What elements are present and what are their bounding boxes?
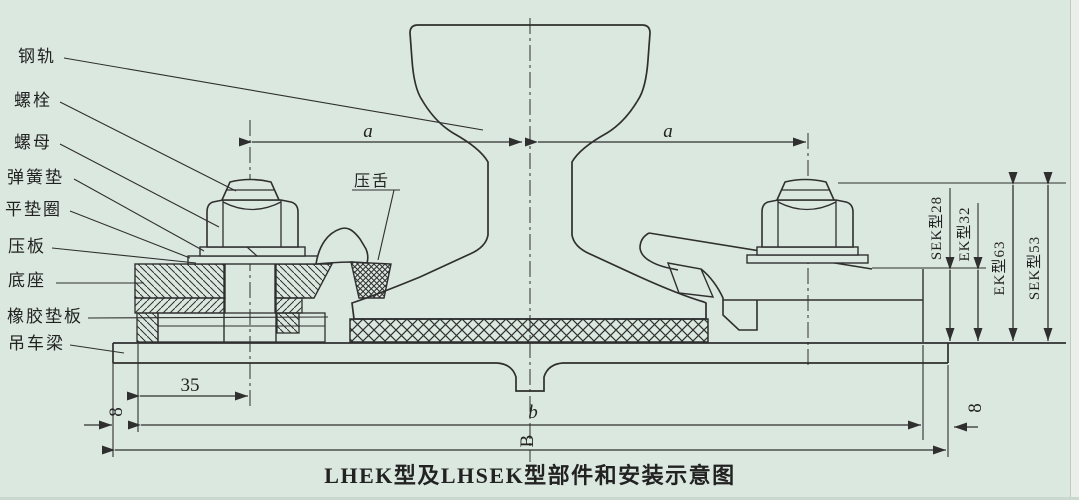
part-label-texts: 钢轨 螺栓 螺母 弹簧垫 平垫圈 压板 底座 橡胶垫板 吊车梁 压舌 [5,47,390,353]
leader-bolt [59,101,237,192]
label-rubber-pad: 橡胶垫板 [7,307,83,326]
right-nut-body [761,199,854,248]
anchor-strip-right [276,312,300,334]
leader-crane-beam [69,344,125,354]
label-nut: 螺母 [14,133,52,152]
leader-spring-washer [73,178,205,252]
leader-rubber-pad [87,316,329,319]
rail-cross-section [351,24,707,320]
right-flat-washer [746,254,869,264]
dim-sek28-text: SEK型28 [928,196,945,260]
spring-washer-split [246,246,258,257]
dim-ek63-text: EK型63 [991,241,1008,296]
crane-beam [112,342,1066,392]
right-tongue-outline [666,262,715,298]
diagram-caption: LHEK型及LHSEK型部件和安装示意图 [324,463,735,488]
label-flat-washer: 平垫圈 [5,200,62,219]
left-fastening-assembly [134,178,392,343]
clamp-hump [639,232,651,262]
rail-rubber-pad [349,318,709,343]
dim-8-right-text: 8 [965,403,986,413]
right-spring-washer [756,246,859,256]
leader-tongue [377,189,395,261]
nut-body [206,199,299,248]
dim-35-text: 35 [181,375,200,396]
label-press-tongue: 压舌 [354,172,390,190]
beam-bottom-edge-with-rib [113,362,948,392]
base-section-left [134,263,226,299]
dim-ek32-text: EK型32 [956,207,973,262]
right-fastening-assembly [639,178,924,342]
pressure-tongue-insert [350,261,392,299]
dim-b-text: b [528,402,538,423]
anchor-box [157,312,326,343]
right-nut-chamfer-arc [777,201,837,211]
leader-clamp [51,247,197,264]
label-spring-washer: 弹簧垫 [7,168,64,187]
dim-B-text: B [517,435,538,448]
dim-a-left-text: a [363,121,373,142]
leader-flat-washer [69,210,191,259]
clamp-leg [700,268,758,331]
rubber-pad-section-left [134,297,226,314]
base-section-right [274,263,334,299]
flat-washer [187,255,319,265]
rubber-pad-section-right [274,297,303,314]
label-base: 底座 [8,271,46,290]
dim-a-right-text: a [663,121,673,142]
dimension-texts: a a 35 8 8 b B SEK型28 EK型32 EK型63 SEK型53 [106,121,1043,447]
leader-nut [59,143,220,228]
clamp-arm [315,227,369,265]
leader-rail [63,57,484,131]
bottom-edge-strip [0,497,1079,500]
rail-outline [351,24,707,320]
clamp-under-curve [649,260,679,271]
nut-chamfer-arc [222,201,282,211]
dimension-lines [84,137,1053,455]
dim-sek53-text: SEK型53 [1026,236,1043,300]
right-edge-strip [1070,0,1079,500]
label-crane-beam: 吊车梁 [8,334,65,353]
dim-8-left-text: 8 [106,407,127,417]
leader-lines [51,57,484,354]
label-bolt: 螺栓 [14,91,52,110]
label-rail: 钢轨 [18,47,56,66]
label-clamp: 压板 [8,237,46,256]
